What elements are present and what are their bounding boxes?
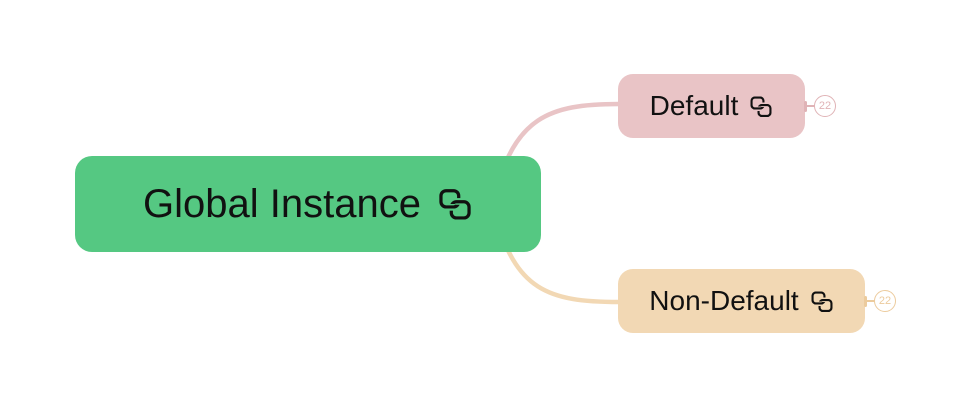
linked-topic-icon[interactable] — [749, 95, 773, 118]
topic-label: Default — [649, 90, 739, 121]
badge-count[interactable]: 22 — [814, 95, 836, 117]
collapsed-children-badge-non-default[interactable]: 22 — [864, 290, 898, 312]
linked-topic-icon[interactable] — [437, 187, 473, 221]
linked-topic-icon[interactable] — [810, 290, 834, 313]
badge-connector-line — [805, 104, 816, 108]
badge-connector-line — [865, 299, 876, 303]
badge-count[interactable]: 22 — [874, 290, 896, 312]
collapsed-children-badge-default[interactable]: 22 — [804, 95, 838, 117]
topic-label: Non-Default — [649, 285, 799, 316]
topic-label: Global Instance — [143, 181, 421, 226]
topic-node-global-instance[interactable]: Global Instance — [75, 156, 541, 252]
topic-node-non-default[interactable]: Non-Default — [618, 269, 865, 333]
topic-node-default[interactable]: Default — [618, 74, 805, 138]
